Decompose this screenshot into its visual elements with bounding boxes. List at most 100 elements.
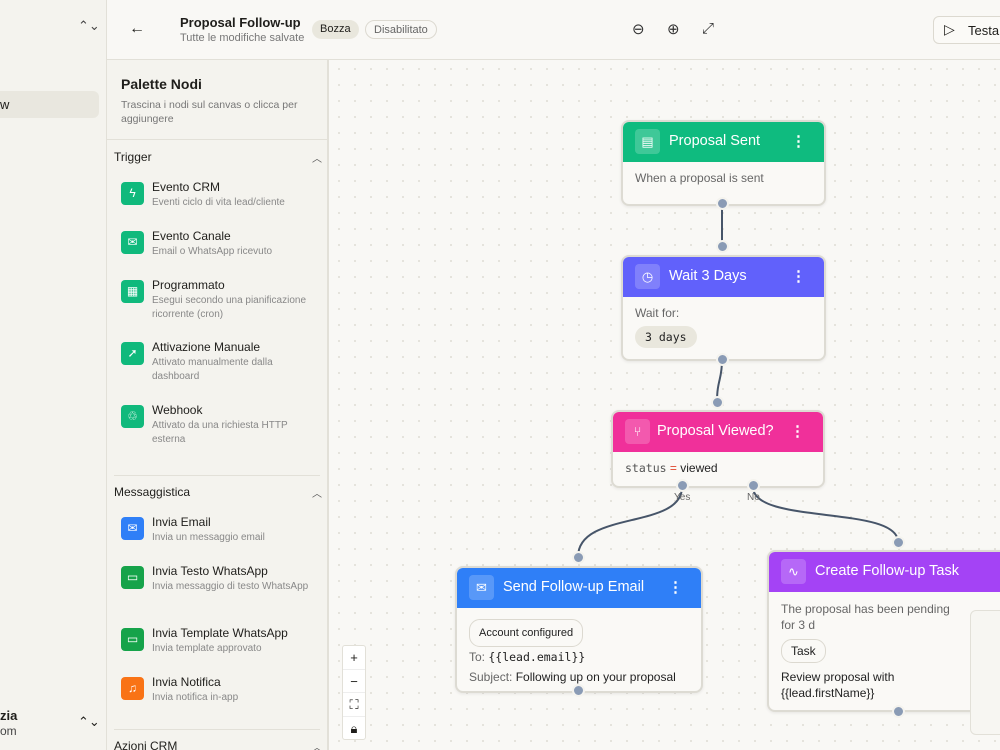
lock-icon[interactable]: 🔒︎ [350,720,358,736]
back-arrow-icon[interactable]: ← [129,20,145,37]
item-description: Email o WhatsApp ricevuto [152,246,273,257]
task-description: The proposal has been pending for 3 d [781,602,950,632]
side-panel [970,610,1000,735]
more-vertical-icon[interactable]: ⋮ [790,423,805,440]
fit-view-icon[interactable]: ⛶ [343,693,365,717]
section-label: Azioni CRM [114,739,178,750]
section-header[interactable]: Messaggistica ︿ [114,485,322,500]
more-vertical-icon[interactable]: ⋮ [791,133,806,150]
status-badge: Bozza [312,20,359,39]
zoom-in-icon[interactable]: ⊕ [667,21,680,38]
node-header: ▤Proposal Sent⋮ [623,122,824,162]
calendar-icon: ▦ [121,280,144,303]
state-badge: Disabilitato [365,20,437,39]
node-send-email[interactable]: ✉Send Follow-up Email⋮ Account configure… [455,566,703,693]
condition-value: viewed [680,461,718,475]
item-description: Invia messaggio di testo WhatsApp [152,581,309,592]
bell-icon: ♫ [121,677,144,700]
mail-icon: ✉ [121,517,144,540]
wait-label: Wait for: [635,306,680,320]
node-body: When a proposal is sent [635,171,764,185]
chevron-up-icon[interactable]: ︿ [312,743,322,750]
user-email: om [0,724,17,738]
item-name: Webhook [152,403,203,417]
user-name: zia [0,708,18,723]
task-badge: Task [781,639,826,663]
test-label: Testa [968,23,1000,38]
zoom-in-button[interactable]: + [343,646,365,670]
handle-sent-out[interactable] [716,197,729,210]
node-title: Create Follow-up Task [815,563,959,579]
to-label: To: [469,650,486,664]
subject-label: Subject: [469,670,513,684]
wait-value: 3 days [635,326,697,348]
condition-field: status [625,461,667,475]
workspace-switcher-chevron-icon[interactable]: ⌃⌄ [78,18,100,33]
activity-icon: ∿ [781,559,806,584]
palette-description: Trascina i nodi sul canvas o clicca per … [121,99,298,125]
chevron-up-icon[interactable]: ︿ [312,489,322,500]
handle-no[interactable] [747,479,760,492]
item-description: Attivato da una richiesta HTTP esterna [152,420,288,445]
user-menu-chevron-icon[interactable]: ⌃⌄ [78,714,100,729]
item-name: Evento Canale [152,229,231,243]
node-title: Proposal Viewed? [657,423,774,439]
node-wait[interactable]: ◷Wait 3 Days⋮ Wait for: 3 days [621,255,826,361]
clock-icon: ◷ [635,264,660,289]
mail-icon: ✉ [121,231,144,254]
node-header: ∿ Create Follow-up Task [769,552,1000,592]
handle-yes[interactable] [676,479,689,492]
item-description: Invia notifica in-app [152,692,239,703]
more-vertical-icon[interactable]: ⋮ [668,579,683,596]
no-label: No [747,492,760,503]
handle-task-in[interactable] [892,536,905,549]
section-label: Trigger [114,150,152,164]
branch-icon: ⑂ [625,419,650,444]
chat-icon: ▭ [121,566,144,589]
section-label: Messaggistica [114,485,191,499]
play-icon: ▷ [944,21,955,37]
handle-email-in[interactable] [572,551,585,564]
chevron-up-icon[interactable]: ︿ [312,154,322,165]
divider [114,475,320,476]
section-header[interactable]: Azioni CRM ︿ [114,739,322,750]
task-title: Review proposal with {{lead.firstName}} [781,670,895,700]
handle-viewed-in[interactable] [711,396,724,409]
node-palette: Palette Nodi Trascina i nodi sul canvas … [107,60,329,750]
item-description: Invia template approvato [152,643,262,654]
node-proposal-sent[interactable]: ▤Proposal Sent⋮ When a proposal is sent [621,120,826,206]
item-name: Programmato [152,278,225,292]
node-header: ◷Wait 3 Days⋮ [623,257,824,297]
app-sidebar: ⌃⌄ w zia om ⌃⌄ [0,0,107,750]
more-vertical-icon[interactable]: ⋮ [791,268,806,285]
to-value: {{lead.email}} [488,650,586,664]
subject-value: Following up on your proposal [515,670,676,684]
zoom-out-icon[interactable]: ⊖ [632,21,645,38]
handle-email-out[interactable] [572,684,585,697]
bolt-icon: ϟ [121,182,144,205]
node-create-task[interactable]: ∿ Create Follow-up Task The proposal has … [767,550,1000,712]
item-name: Evento CRM [152,180,221,194]
zoom-out-button[interactable]: − [343,670,365,693]
canvas-zoom-controls: + − ⛶ 🔒︎ [342,645,366,740]
condition-operator: = [669,461,677,475]
node-proposal-viewed[interactable]: ⑂ Proposal Viewed? ⋮ status = viewed [611,410,825,488]
item-name: Attivazione Manuale [152,340,261,354]
editor-header: ← Proposal Follow-up Tutte le modifiche … [107,0,1000,60]
handle-wait-out[interactable] [716,353,729,366]
node-header: ⑂ Proposal Viewed? ⋮ [613,412,823,452]
handle-task-out[interactable] [892,705,905,718]
sidebar-item-active[interactable]: w [0,91,99,118]
handle-wait-in[interactable] [716,240,729,253]
node-title: Send Follow-up Email [503,579,645,595]
divider [107,139,327,140]
workflow-title: Proposal Follow-up [180,15,301,30]
section-header[interactable]: Trigger ︿ [114,150,322,165]
save-status: Tutte le modifiche salvate [180,32,305,44]
item-description: Esegui secondo una pianificazione ricorr… [152,295,306,320]
test-button[interactable]: ▷ Testa [933,16,1000,44]
node-title: Proposal Sent [669,133,761,149]
divider [114,729,320,730]
fit-view-icon[interactable]: ⤢ [702,20,715,37]
chat-icon: ▭ [121,628,144,651]
